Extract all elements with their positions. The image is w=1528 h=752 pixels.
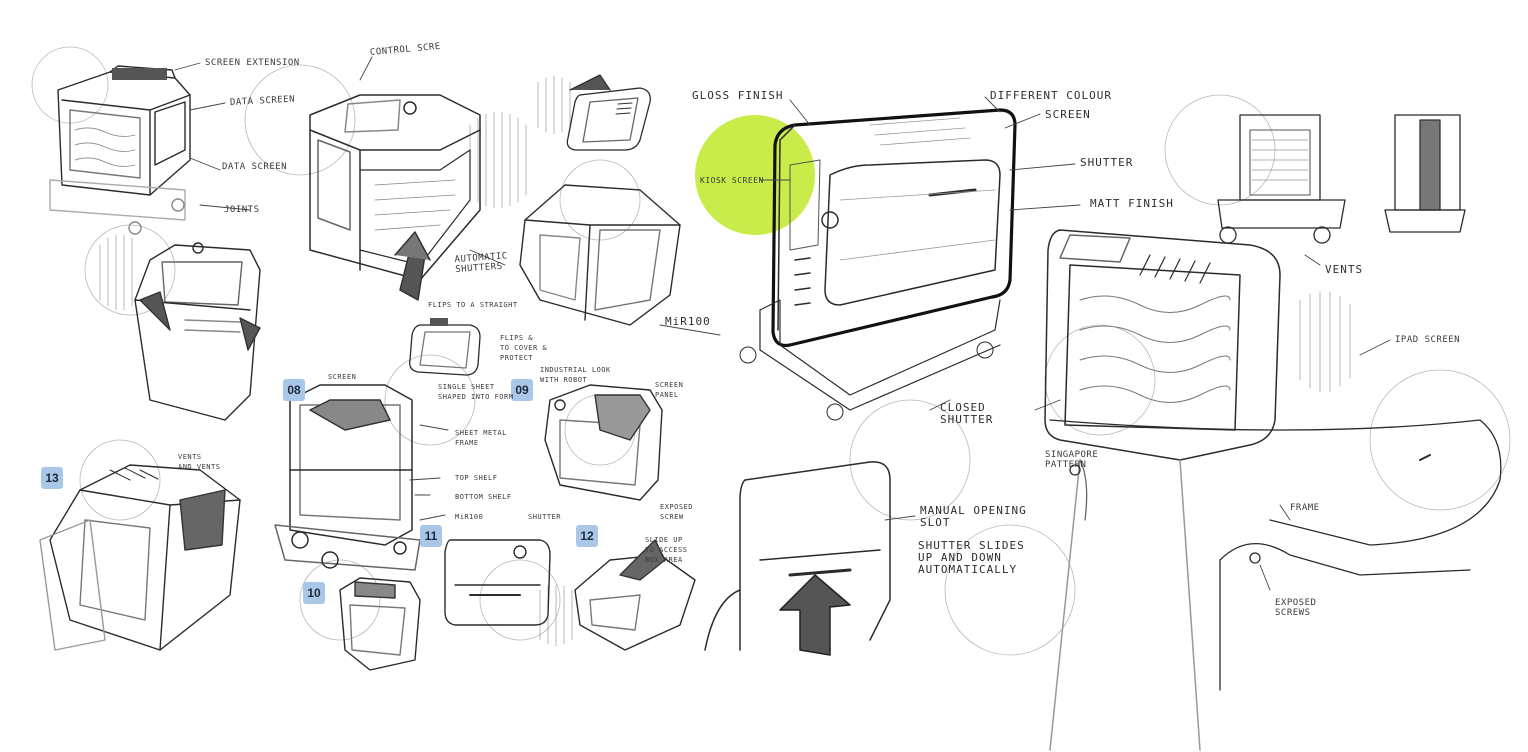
badge-13-label: 13 xyxy=(45,471,59,485)
label-frame: FRAME xyxy=(1290,503,1320,513)
badge-09: 09 xyxy=(511,379,533,401)
label-top-shelf: TOP SHELF xyxy=(455,474,498,482)
badge-10-label: 10 xyxy=(307,586,321,600)
sketch-main-kiosk xyxy=(739,108,1017,421)
sketch-frame-closeup xyxy=(1049,419,1502,691)
label-screen: SCREEN xyxy=(1045,108,1091,121)
label-joints: JOINTS xyxy=(224,205,260,215)
label-slide-up: SLIDE UP TO ACCESS BOX AREA xyxy=(645,536,688,564)
highlight-circle xyxy=(695,115,815,235)
sketch-kiosk-08 xyxy=(274,384,421,571)
label-manual-opening-slot: MANUAL OPENING SLOT xyxy=(920,504,1027,529)
label-closed-shutter: CLOSED SHUTTER xyxy=(940,401,994,426)
label-exposed-screw: EXPOSED SCREW xyxy=(660,503,694,521)
label-shutter: SHUTTER xyxy=(1080,156,1134,169)
badge-08-label: 08 xyxy=(287,383,301,397)
label-industrial-look: INDUSTRIAL LOOK WITH ROBOT xyxy=(540,366,611,384)
sketch-kiosk-side xyxy=(519,184,681,326)
label-singapore-pattern: SINGAPORE PATTERN xyxy=(1045,450,1099,470)
label-mir100-small: MiR100 xyxy=(455,513,484,521)
label-ipad-screen: IPAD SCREEN xyxy=(1395,335,1461,345)
label-screen-08: SCREEN xyxy=(328,373,357,381)
sketch-kiosk-right xyxy=(1044,229,1281,751)
label-matt-finish: MATT FINISH xyxy=(1090,197,1174,210)
label-kiosk-screen: KIOSK SCREEN xyxy=(700,176,764,185)
badge-12: 12 xyxy=(576,525,598,547)
label-flips-to-cover: FLIPS & TO COVER & PROTECT xyxy=(500,334,548,362)
badge-09-label: 09 xyxy=(515,383,529,397)
leader-lines xyxy=(174,56,1391,591)
label-automatic-shutters: AUTOMATIC SHUTTERS xyxy=(454,251,509,275)
badge-11: 11 xyxy=(420,525,442,547)
badge-10: 10 xyxy=(303,582,325,604)
label-sheet-metal-frame: SHEET METAL FRAME xyxy=(455,429,507,447)
sketch-kiosk-tall xyxy=(134,242,261,421)
label-mir100: MiR100 xyxy=(665,315,711,328)
sketch-kiosk-top-left xyxy=(49,65,191,235)
label-shutter-09: SHUTTER xyxy=(528,513,562,521)
sketch-screen-panel xyxy=(566,74,651,151)
sketch-kiosk-10 xyxy=(339,577,421,671)
badge-08: 08 xyxy=(283,379,305,401)
label-flips-straight: FLIPS TO A STRAIGHT xyxy=(428,301,518,309)
badge-11-label: 11 xyxy=(424,529,438,543)
label-screen-panel: SCREEN PANEL xyxy=(655,381,684,399)
label-gloss-finish: GLOSS FINISH xyxy=(692,89,784,102)
sketch-kiosk-angled xyxy=(309,94,481,301)
sketch-kiosk-13 xyxy=(39,464,241,651)
sketch-phone-flip xyxy=(409,318,481,376)
sketch-kiosk-12 xyxy=(574,539,696,651)
sketch-front-side-views xyxy=(1217,114,1466,244)
label-exposed-screws: EXPOSED SCREWS xyxy=(1275,598,1317,618)
label-bottom-shelf: BOTTOM SHELF xyxy=(455,493,512,501)
label-single-sheet: SINGLE SHEET SHAPED INTO FORM xyxy=(438,383,514,401)
label-screen-extension: SCREEN EXTENSION xyxy=(205,58,300,68)
sketch-kiosk-11 xyxy=(444,539,551,626)
label-shutter-slides: SHUTTER SLIDES UP AND DOWN AUTOMATICALLY xyxy=(918,539,1025,576)
sketch-kiosk-09 xyxy=(544,384,663,501)
label-vents: VENTS xyxy=(1325,263,1364,276)
badge-12-label: 12 xyxy=(580,529,594,543)
label-vents-13: VENTS AND VENTS xyxy=(178,453,221,471)
label-data-screen-2: DATA SCREEN xyxy=(222,162,288,172)
badge-13: 13 xyxy=(41,467,63,489)
sketch-shutter-closeup xyxy=(704,461,891,656)
label-different-colour: DIFFERENT COLOUR xyxy=(990,89,1112,102)
